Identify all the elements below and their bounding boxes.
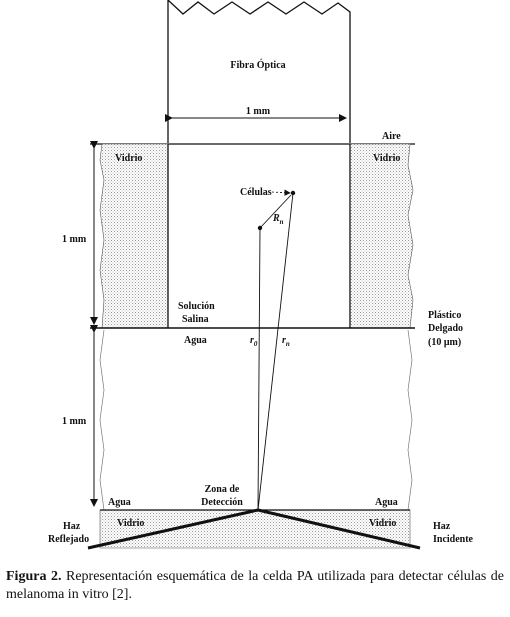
reflected-beam	[87, 508, 259, 550]
cell-pointer-line	[271, 189, 291, 196]
label-deteccion: Detección	[201, 497, 243, 508]
incident-beam	[257, 508, 421, 550]
label-vidrio-br: Vidrio	[369, 518, 396, 529]
figure-caption: Figura 2. Representación esquemática de …	[6, 568, 504, 604]
label-vidrio-tr: Vidrio	[373, 153, 400, 164]
label-celulas: Células	[240, 187, 272, 198]
photoacoustic-cell-diagram: Fibra Óptica 1 mm Aire Vidrio Vidrio Cél…	[48, 0, 474, 550]
water-left-edge	[99, 329, 105, 511]
label-fibra: Fibra Óptica	[230, 59, 285, 71]
label-espesor: (10 μm)	[428, 337, 461, 348]
label-mm-top: 1 mm	[246, 106, 271, 117]
label-agua-br: Agua	[375, 497, 398, 508]
label-mm-left-1: 1 mm	[62, 234, 87, 245]
label-zona: Zona de	[205, 484, 240, 495]
label-salina: Salina	[182, 314, 209, 325]
label-delgado: Delgado	[428, 323, 463, 334]
rn-line	[257, 192, 294, 511]
glass-upper-right	[349, 143, 414, 329]
label-haz-l1: Haz	[63, 521, 81, 532]
label-mm-left-2: 1 mm	[62, 416, 87, 427]
label-haz-l2: Reflejado	[48, 534, 89, 545]
optical-fiber	[165, 0, 351, 143]
label-plastico: Plástico	[428, 310, 461, 321]
caption-label: Figura 2.	[6, 569, 62, 584]
caption-text: Representación esquemática de la celda P…	[6, 569, 504, 602]
label-agua-mid: Agua	[184, 335, 207, 346]
label-haz-r1: Haz	[433, 521, 451, 532]
glass-upper-left	[99, 143, 169, 329]
label-rn: Rn	[272, 213, 284, 226]
label-agua-bl: Agua	[108, 497, 131, 508]
cell-separation-line	[259, 194, 292, 229]
label-haz-r2: Incidente	[433, 534, 474, 545]
label-aire: Aire	[382, 131, 401, 142]
label-vidrio-tl: Vidrio	[115, 153, 142, 164]
r0-line	[257, 227, 261, 511]
label-r0: r0	[250, 335, 258, 348]
label-rn-line: rn	[282, 335, 290, 348]
glass-bottom	[99, 509, 411, 549]
label-solucion: Solución	[178, 301, 215, 312]
label-vidrio-bl: Vidrio	[117, 518, 144, 529]
water-right-edge	[407, 329, 413, 511]
